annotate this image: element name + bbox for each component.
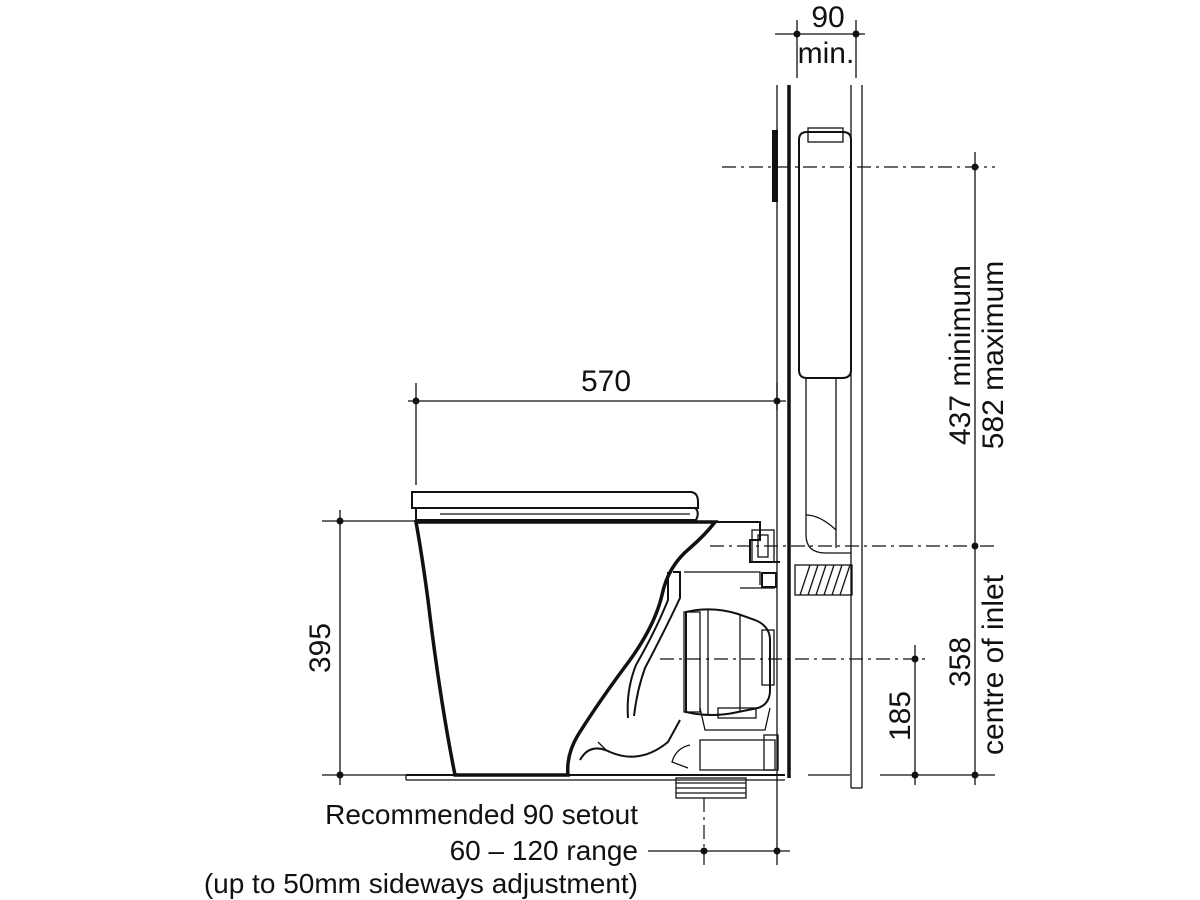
dim-pan-depth-value: 570 (581, 365, 631, 398)
dim-pan-depth: 570 (408, 365, 786, 485)
toilet-pan (411, 491, 780, 777)
concealed-cistern (798, 127, 852, 554)
dim-inlet-height-value: 358 (944, 637, 977, 687)
dim-cistern-max: 582 maximum (977, 261, 1010, 449)
dim-pan-height: 395 (304, 510, 416, 785)
dim-wall-gap: 90 min. (775, 1, 865, 78)
dim-outlet-height: 185 (884, 645, 919, 785)
dim-wall-gap-suffix: min. (798, 37, 855, 70)
setout-note-line2: 60 – 120 range (450, 835, 638, 866)
dim-pan-height-value: 395 (304, 623, 337, 673)
floor-line (405, 774, 785, 781)
dim-cistern-min: 437 minimum (944, 265, 977, 445)
dim-inlet-height: 358 centre of inlet (944, 574, 1010, 755)
setout-note-line1: Recommended 90 setout (325, 799, 638, 830)
setout-note-line3: (up to 50mm sideways adjustment) (204, 868, 638, 899)
dim-outlet-height-value: 185 (884, 691, 917, 741)
dim-setout (648, 790, 790, 865)
dim-inlet-height-label: centre of inlet (977, 574, 1010, 755)
pan-connector (671, 608, 779, 799)
setout-notes: Recommended 90 setout 60 – 120 range (up… (204, 799, 638, 899)
dim-cistern-range: 437 minimum 582 maximum (944, 152, 1010, 785)
dim-wall-gap-value: 90 (811, 1, 844, 34)
flush-button (772, 130, 778, 202)
wall-frame (772, 85, 863, 790)
hatched-block (794, 564, 853, 596)
